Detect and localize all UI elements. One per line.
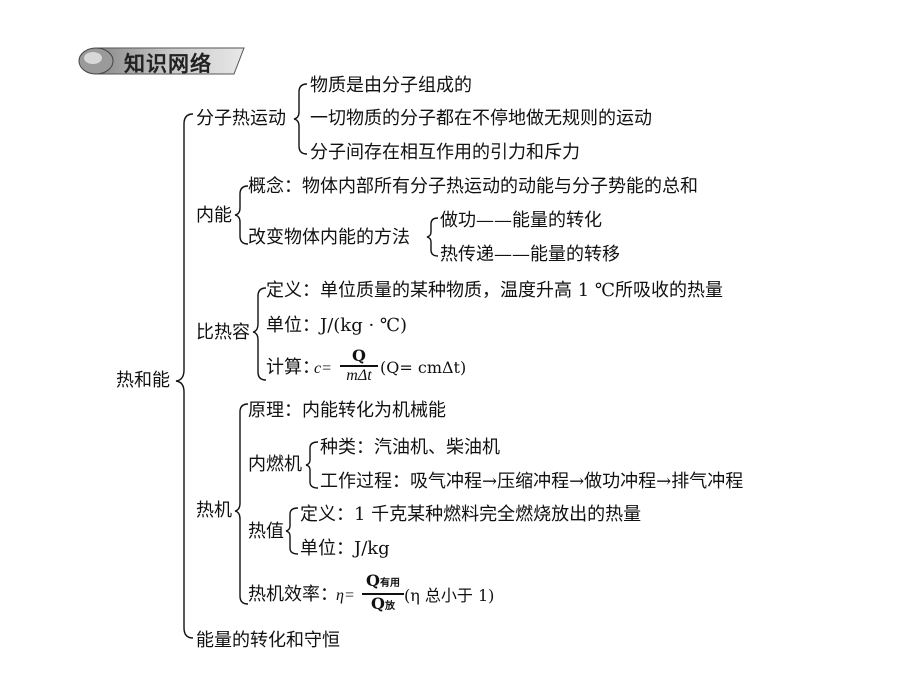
specific-heat-numerator: Q (352, 346, 366, 365)
section-title: 知识网络 (124, 52, 212, 76)
efficiency-num-q: Q (366, 571, 380, 590)
efficiency-numerator: Q有用 (362, 573, 404, 592)
specific-heat-unit: 单位：J/(kg · ℃) (266, 315, 408, 336)
heat-value-definition: 定义：1 千克某种燃料完全燃烧放出的热量 (300, 504, 642, 525)
heat-value-label: 热值 (248, 521, 284, 542)
root-brace (175, 113, 194, 639)
molecular-label: 分子热运动 (196, 108, 286, 129)
root-label: 热和能 (116, 370, 170, 391)
molecular-item-1: 物质是由分子组成的 (310, 75, 472, 96)
molecular-item-2: 一切物质的分子都在不停地做无规则的运动 (310, 108, 652, 129)
efficiency-den-q: Q (371, 593, 385, 613)
efficiency-lhs: η= (336, 587, 355, 604)
efficiency-num-sub: 有用 (379, 578, 400, 589)
internal-energy-brace (234, 185, 249, 245)
efficiency-fraction: Q有用 Q放 (362, 573, 404, 615)
header-banner (78, 47, 245, 75)
method-heat-transfer: 热传递——能量的转移 (440, 244, 620, 265)
specific-heat-denominator: mΔt (346, 366, 372, 384)
specific-heat-lhs: c= (314, 360, 332, 377)
efficiency-denominator: Q放 (362, 593, 404, 615)
heat-value-unit: 单位：J/kg (300, 538, 390, 559)
specific-heat-label: 比热容 (196, 322, 250, 343)
specific-heat-alt: (Q= cmΔt) (380, 358, 467, 377)
methods-brace (426, 217, 439, 257)
method-work: 做功——能量的转化 (440, 210, 602, 231)
internal-energy-concept: 概念：物体内部所有分子热运动的动能与分子势能的总和 (248, 176, 698, 197)
ice-process: 工作过程：吸气冲程→压缩冲程→做功冲程→排气冲程 (320, 471, 744, 492)
specific-heat-fraction: Q mΔt (340, 348, 378, 384)
heat-engine-brace (234, 403, 249, 605)
molecular-brace (293, 83, 308, 155)
specific-heat-definition: 定义：单位质量的某种物质，温度升高 1 ℃所吸收的热量 (266, 280, 724, 301)
internal-energy-label: 内能 (196, 205, 232, 226)
fraction-bar (362, 593, 404, 595)
conservation-label: 能量的转化和守恒 (196, 630, 340, 651)
efficiency-note: (η 总小于 1) (404, 586, 495, 605)
ice-brace (305, 441, 319, 489)
heat-value-brace (285, 507, 299, 555)
heat-engine-principle: 原理：内能转化为机械能 (248, 400, 446, 421)
specific-heat-calc-label: 计算： (266, 357, 320, 378)
methods-label: 改变物体内能的方法 (248, 227, 410, 248)
efficiency-label: 热机效率： (248, 584, 338, 605)
fraction-bar (340, 365, 378, 367)
heat-engine-label: 热机 (196, 500, 232, 521)
molecular-item-3: 分子间存在相互作用的引力和斥力 (310, 142, 580, 163)
efficiency-den-sub: 放 (384, 600, 395, 612)
specific-heat-brace (252, 287, 267, 381)
ice-types: 种类：汽油机、柴油机 (320, 437, 500, 458)
ice-label: 内燃机 (248, 454, 302, 475)
